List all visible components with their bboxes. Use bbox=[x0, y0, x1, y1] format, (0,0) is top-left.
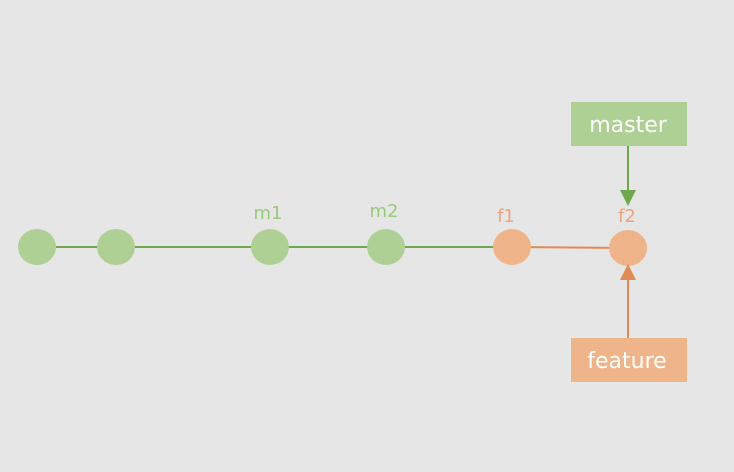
commit-node-m1 bbox=[251, 229, 289, 265]
commit-node-m2 bbox=[367, 229, 405, 265]
feature-branch-box bbox=[571, 338, 687, 382]
commit-label-m1: m1 bbox=[254, 203, 283, 224]
edge-f1-f2 bbox=[511, 246, 629, 249]
commit-node-c0 bbox=[18, 229, 56, 265]
commit-label-m2: m2 bbox=[370, 201, 399, 222]
commit-node-f1 bbox=[493, 229, 531, 265]
commit-node-c1 bbox=[97, 229, 135, 265]
commit-label-f2: f2 bbox=[618, 206, 636, 227]
commit-node-f2 bbox=[609, 230, 647, 266]
master-branch-label: master bbox=[589, 113, 668, 138]
feature-branch-label: feature bbox=[587, 349, 666, 374]
commit-label-f1: f1 bbox=[497, 206, 515, 227]
master-branch-box bbox=[571, 102, 687, 146]
